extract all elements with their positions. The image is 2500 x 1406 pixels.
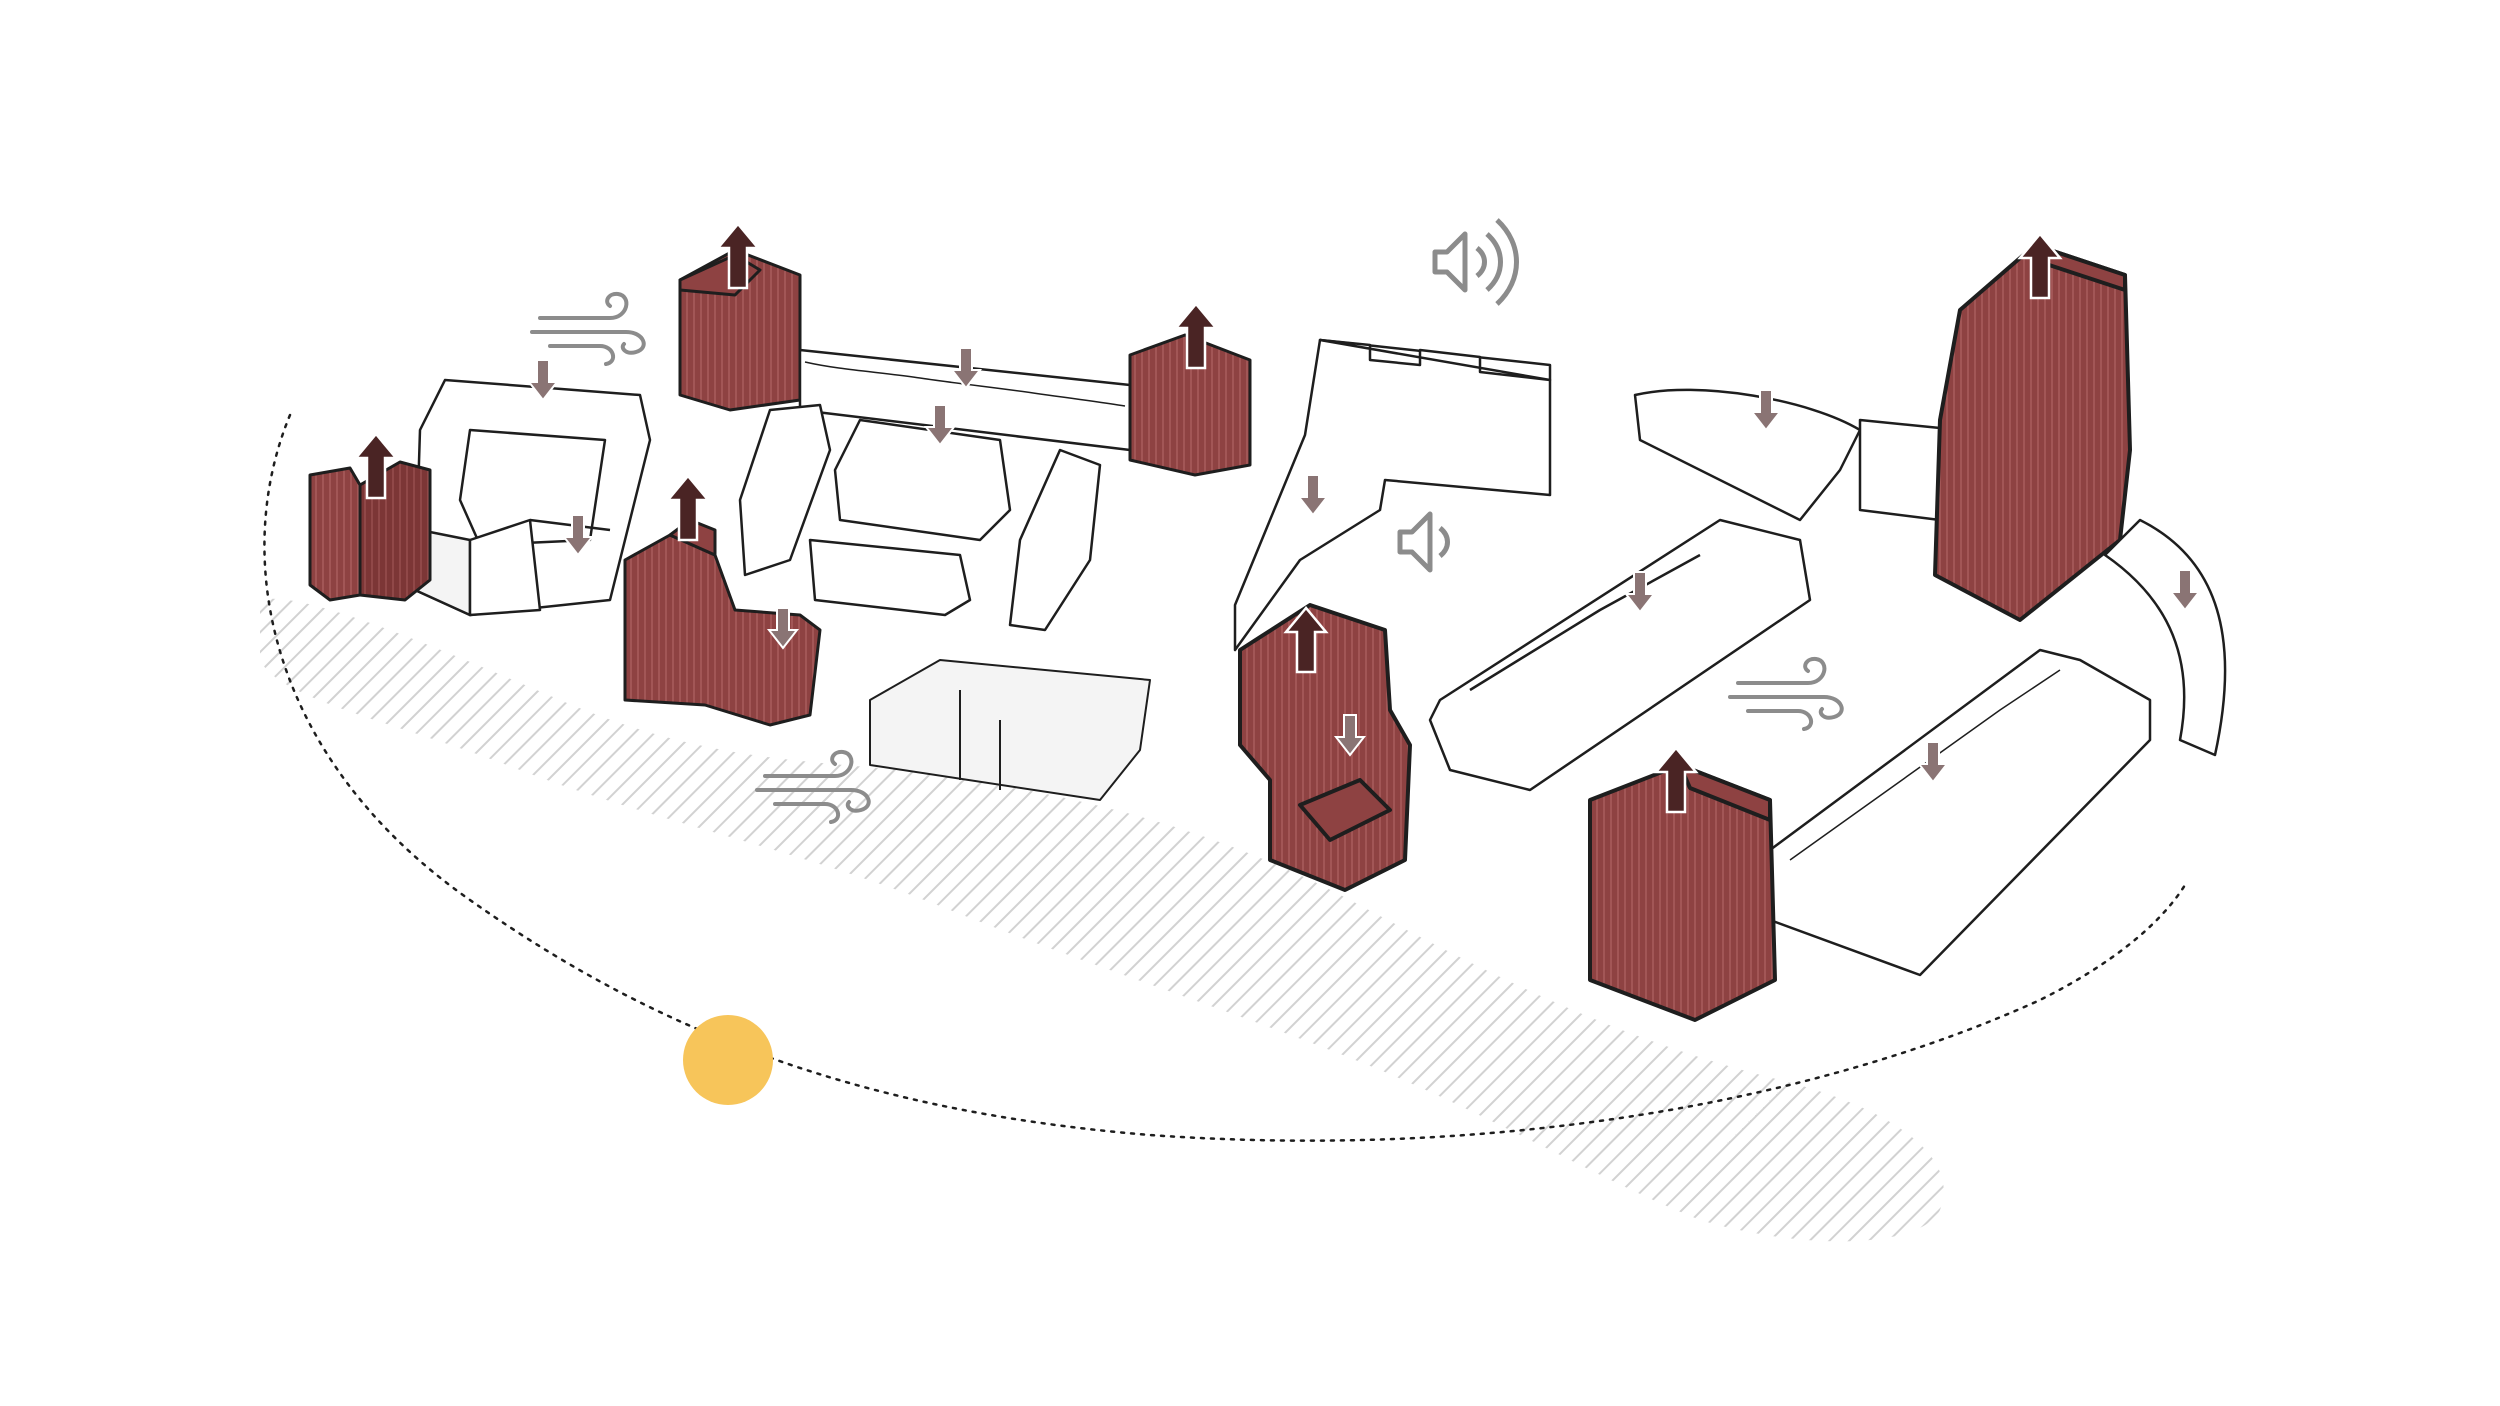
tall-building-5 (1238, 603, 1412, 892)
sun-path-arc (263, 413, 2187, 1142)
speaker-icon (1397, 511, 1450, 573)
central-complex (738, 403, 1102, 632)
sun-icon (683, 1015, 773, 1105)
wedge-building (1633, 388, 1962, 522)
courtyard-building-left (413, 378, 652, 617)
tall-building-3 (1128, 333, 1252, 477)
low-building-gray (869, 659, 1151, 801)
l-shaped-building (1233, 338, 1552, 652)
speaker-icon (1432, 218, 1519, 306)
shadow-zone (260, 598, 1944, 1242)
wind-icon (1728, 656, 1844, 731)
stepped-slab-building (1428, 518, 1812, 792)
curved-building (2103, 518, 2227, 757)
tall-building-6 (1933, 243, 2132, 622)
wind-icon (530, 291, 646, 366)
